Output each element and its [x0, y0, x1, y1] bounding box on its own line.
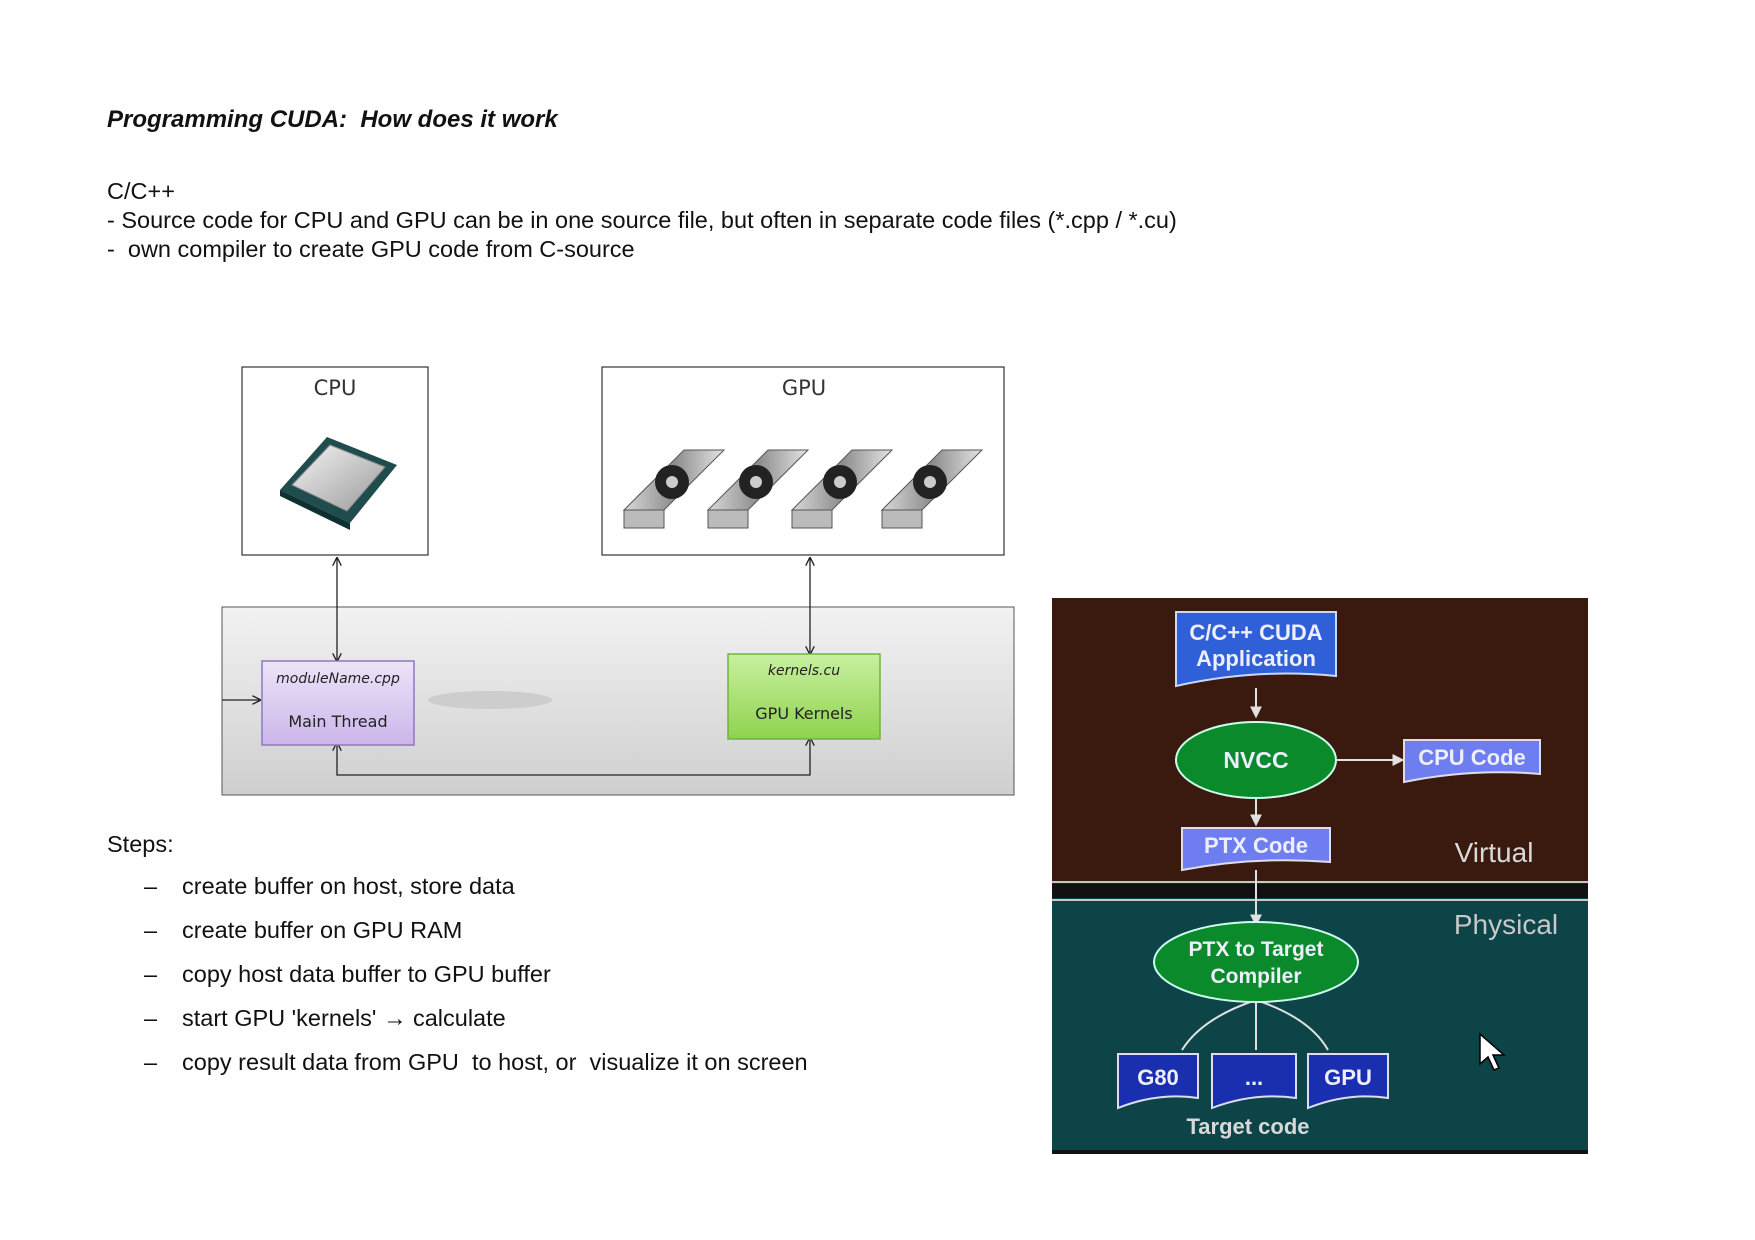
step-item: –start GPU 'kernels' → calculate [144, 1005, 506, 1032]
cpu-box: CPU [241, 366, 429, 556]
step-item: –create buffer on host, store data [144, 873, 515, 900]
cpu-label: CPU [314, 376, 357, 400]
thread-kernel-link [337, 738, 810, 776]
target-more-box: ... [1211, 1053, 1297, 1110]
target-gpu-box: GPU [1307, 1053, 1389, 1110]
step-text: copy host data buffer to GPU buffer [182, 961, 551, 987]
list-bullet: – [144, 961, 158, 987]
main-thread-label: Main Thread [288, 712, 387, 731]
ptx-code-label: PTX Code [1204, 833, 1308, 858]
main-thread-box: moduleName.cpp Main Thread [261, 660, 415, 746]
mouse-pointer-icon [1479, 1032, 1506, 1071]
ptx-compiler-line1: PTX to Target [1189, 938, 1324, 961]
ptx-compiler-node: PTX to Target Compiler [1153, 921, 1359, 1003]
gpu-box: GPU [601, 366, 1005, 556]
cpu-code-label: CPU Code [1418, 745, 1526, 770]
ptx-code-box: PTX Code [1181, 827, 1331, 872]
step-item: –copy result data from GPU to host, or v… [144, 1049, 808, 1076]
main-file-name: moduleName.cpp [276, 671, 400, 687]
nvcc-compilation-diagram: C/C++ CUDA Application NVCC CPU Code PTX… [1052, 598, 1588, 1154]
step-text: start GPU 'kernels' → calculate [182, 1005, 506, 1031]
app-line1: C/C++ CUDA [1189, 620, 1322, 645]
gpu-kernels-label: GPU Kernels [755, 704, 852, 723]
list-bullet: – [144, 1049, 158, 1075]
ptx-compiler-line2: Compiler [1210, 965, 1301, 988]
list-bullet: – [144, 1005, 158, 1031]
steps-heading: Steps: [107, 831, 174, 857]
section-divider [1052, 884, 1588, 898]
list-bullet: – [144, 873, 158, 899]
step-text: create buffer on GPU RAM [182, 917, 463, 943]
smudge-mark [428, 691, 552, 709]
gpu-label: GPU [782, 376, 826, 400]
cpu-gpu-architecture-diagram: CPU GPU [221, 366, 1015, 796]
cpu-code-box: CPU Code [1403, 739, 1541, 784]
step-text: copy result data from GPU to host, or vi… [182, 1049, 808, 1075]
step-item: –create buffer on GPU RAM [144, 917, 462, 944]
target-code-label: Target code [1186, 1114, 1309, 1139]
virtual-label: Virtual [1455, 837, 1534, 868]
intro-line: - own compiler to create GPU code from C… [107, 236, 635, 262]
target-label: GPU [1324, 1065, 1372, 1090]
kernel-file-name: kernels.cu [768, 663, 840, 679]
intro-heading: C/C++ [107, 178, 175, 204]
graphics-card-icon [622, 449, 984, 529]
cpu-chip-icon [280, 437, 397, 530]
cuda-application-box: C/C++ CUDA Application [1175, 611, 1337, 688]
physical-label: Physical [1454, 909, 1558, 940]
intro-line: - Source code for CPU and GPU can be in … [107, 207, 1177, 233]
target-label: G80 [1137, 1065, 1179, 1090]
target-g80-box: G80 [1117, 1053, 1199, 1110]
app-line2: Application [1196, 646, 1316, 671]
target-label: ... [1245, 1065, 1263, 1090]
step-text: create buffer on host, store data [182, 873, 515, 899]
step-item: –copy host data buffer to GPU buffer [144, 961, 551, 988]
nvcc-label: NVCC [1223, 747, 1288, 773]
page-title: Programming CUDA: How does it work [107, 106, 558, 133]
gpu-kernels-box: kernels.cu GPU Kernels [727, 653, 881, 740]
nvcc-compiler-node: NVCC [1175, 721, 1337, 799]
list-bullet: – [144, 917, 158, 943]
